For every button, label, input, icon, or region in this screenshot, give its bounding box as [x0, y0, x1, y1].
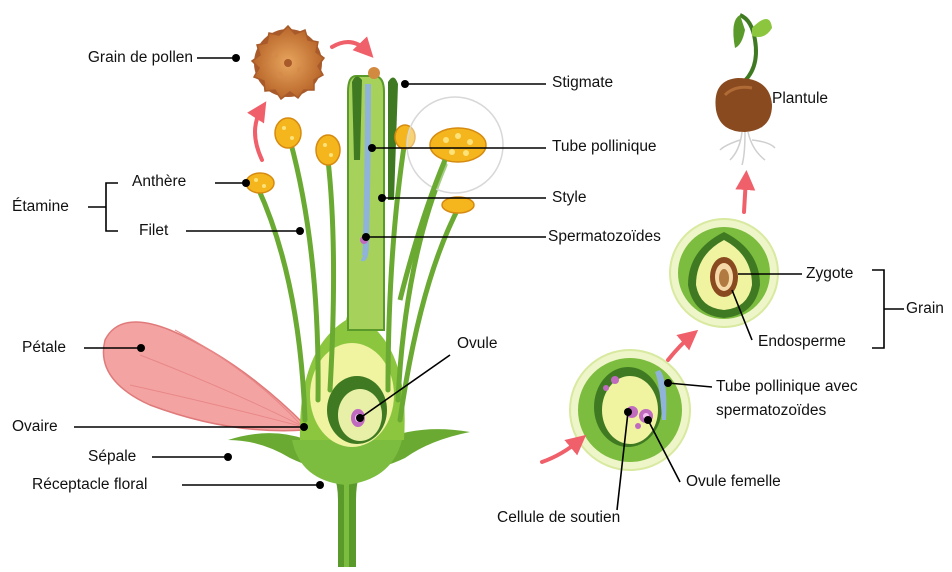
- label-receptacle-floral: Réceptacle floral: [32, 476, 147, 494]
- pollen-on-stigma: [368, 67, 380, 79]
- label-grain: Grain: [906, 300, 944, 318]
- label-ovule-femelle: Ovule femelle: [686, 473, 781, 491]
- label-endosperme: Endosperme: [758, 333, 846, 351]
- label-zygote: Zygote: [806, 265, 853, 283]
- arrow-to-ovule-stage: [542, 440, 580, 462]
- label-plantule: Plantule: [772, 90, 828, 108]
- label-grain-de-pollen: Grain de pollen: [30, 49, 193, 67]
- label-tube-pollinique: Tube pollinique: [552, 138, 657, 156]
- label-cellule-de-soutien: Cellule de soutien: [497, 509, 620, 527]
- seedling: [715, 15, 775, 165]
- anther-2: [275, 118, 301, 148]
- label-etamine: Étamine: [12, 198, 69, 216]
- arrow-grain-to-seedling: [744, 178, 746, 212]
- flower: [103, 26, 503, 567]
- anther-5: [442, 197, 474, 213]
- label-style: Style: [552, 189, 586, 207]
- label-ovule: Ovule: [457, 335, 498, 353]
- label-anthere: Anthère: [132, 173, 186, 191]
- label-stigmate: Stigmate: [552, 74, 613, 92]
- petal-shape: [103, 322, 305, 431]
- stalk-highlight: [344, 480, 349, 567]
- arrow-anther-to-pollen: [255, 108, 262, 160]
- label-petale: Pétale: [22, 339, 66, 357]
- label-filet: Filet: [139, 222, 168, 240]
- label-tube-pollinique-avec: Tube pollinique avec: [716, 378, 858, 396]
- receptacle-shape: [292, 440, 402, 485]
- grain-stage: [670, 219, 778, 327]
- label-spermatozoides: Spermatozoïdes: [548, 228, 661, 246]
- label-ovaire: Ovaire: [12, 418, 58, 436]
- label-sepale: Sépale: [88, 448, 136, 466]
- pollen-grain: [252, 26, 324, 99]
- filament-1: [258, 188, 305, 420]
- anther-3: [316, 135, 340, 165]
- arrow-ovule-to-grain: [668, 335, 692, 360]
- arrow-pollen-to-stigma: [332, 42, 368, 52]
- anther-1: [246, 173, 274, 193]
- label-spermatozoides-2: spermatozoïdes: [716, 402, 826, 420]
